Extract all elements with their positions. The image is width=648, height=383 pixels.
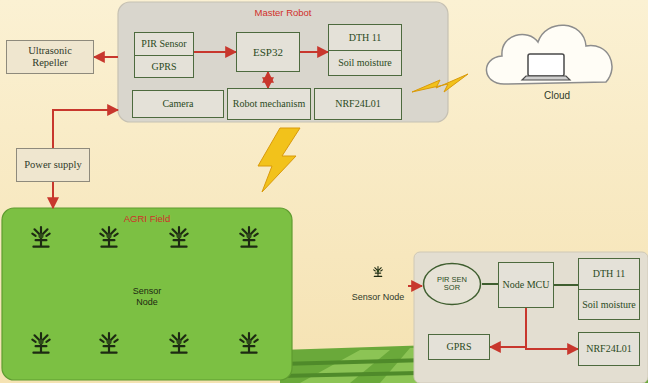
cloud-outline xyxy=(486,25,612,84)
sensor-icon xyxy=(374,267,383,277)
module-box: GPRS xyxy=(428,334,490,360)
wireless-bolt xyxy=(258,128,300,192)
connectors xyxy=(53,52,578,349)
robot-panel: Master RobotPIR SensorGPRS ESP32 DTH 11Soi… xyxy=(118,2,448,122)
connector xyxy=(267,72,269,88)
node-body: GPRS xyxy=(135,55,193,78)
controller-box: Node MCU xyxy=(498,262,554,308)
connector xyxy=(490,308,526,347)
node-label: Sensor Node xyxy=(348,292,408,302)
node-label: NRF24L01 xyxy=(579,333,639,365)
node-body: Sensor Node xyxy=(122,286,172,308)
sensor-ellipse: PIR SENSOR xyxy=(422,262,482,306)
sensor-node: Sensor Node xyxy=(348,266,408,322)
node-label: Cloud xyxy=(544,90,570,101)
laptop-icon xyxy=(528,54,564,76)
node-panel xyxy=(414,252,648,383)
connector xyxy=(526,308,578,349)
node-label: NRF24L01 xyxy=(315,89,401,119)
connector xyxy=(482,283,498,285)
power-box: Power supply xyxy=(16,148,90,182)
connector xyxy=(52,182,54,208)
node-label: AGRI Field xyxy=(2,213,292,224)
sensor-box: PIR SensorGPRS xyxy=(134,32,194,78)
connector xyxy=(194,51,236,53)
module-box: Camera xyxy=(132,90,224,118)
sensor-box: DTH 11Soil moisture xyxy=(578,258,640,320)
node-body: Soil moisture xyxy=(579,289,639,320)
connector xyxy=(94,56,118,58)
connector xyxy=(53,110,118,148)
module-box: Robot mechanism xyxy=(227,88,311,120)
panel-fills xyxy=(2,2,448,380)
laptop-icon xyxy=(522,76,570,80)
node-label: Master Robot xyxy=(118,7,448,18)
node-label: PIR SENSOR xyxy=(435,276,469,293)
sensor-icons xyxy=(32,227,257,352)
node-label: Ultrasonic Repeller xyxy=(7,41,93,73)
connector xyxy=(408,285,422,287)
field-panel xyxy=(2,208,292,380)
sensor-icon xyxy=(348,266,408,292)
node-label: GPRS xyxy=(429,335,489,359)
module-box: NRF24L01 xyxy=(578,332,640,366)
node-body: Soil moisture xyxy=(329,50,401,76)
node-label: ESP32 xyxy=(237,33,299,71)
node-label: Power supply xyxy=(17,149,89,181)
node-label: DTH 11 xyxy=(579,259,639,289)
connector xyxy=(300,51,328,53)
field-panel: AGRI FieldSensor Node xyxy=(2,208,292,380)
node-label: DTH 11 xyxy=(329,25,401,50)
device-box: Ultrasonic Repeller xyxy=(6,40,94,74)
node-label: Node MCU xyxy=(499,263,553,307)
wireless-bolt xyxy=(412,74,468,92)
node-label: Robot mechanism xyxy=(228,89,310,119)
node-label: Camera xyxy=(133,91,223,117)
ellipse-outline xyxy=(424,264,481,305)
sensor-box: DTH 11Soil moisture xyxy=(328,24,402,76)
module-box: NRF24L01 xyxy=(314,88,402,120)
cloud-shape: Cloud xyxy=(470,6,622,110)
node-label: PIR Sensor xyxy=(135,33,193,55)
robot-panel xyxy=(118,2,448,122)
controller-box: ESP32 xyxy=(236,32,300,72)
connector xyxy=(554,284,578,286)
